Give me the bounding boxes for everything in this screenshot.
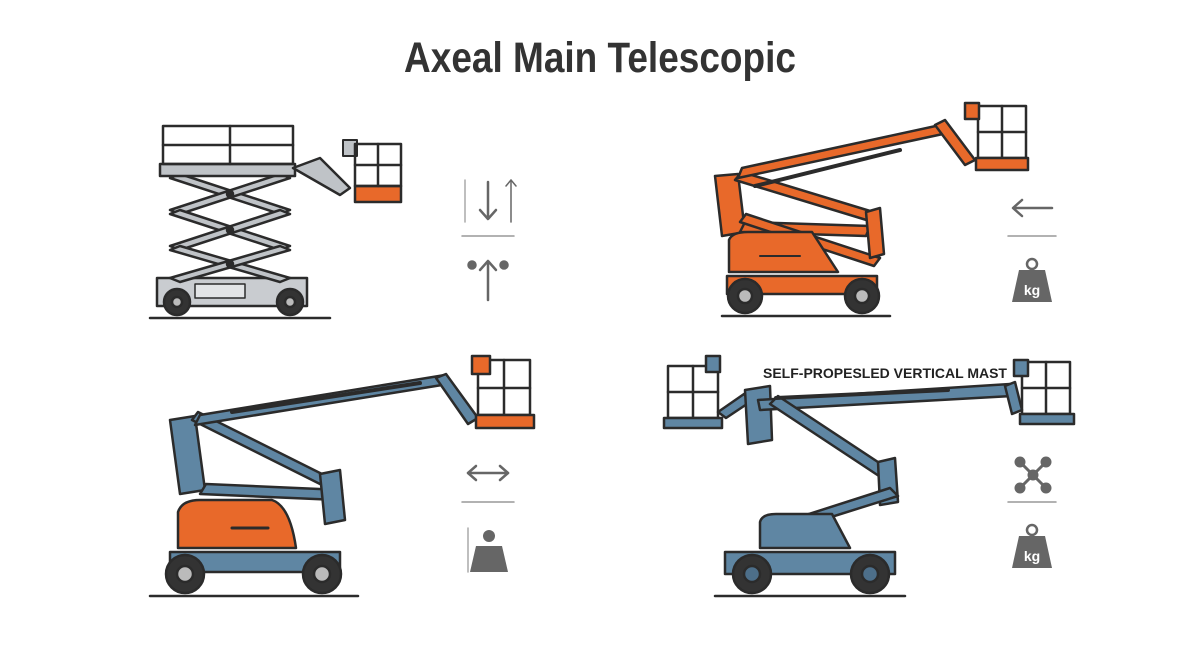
arrow-left-icon [1011, 198, 1054, 218]
scissor-deck [158, 162, 297, 178]
scissor-chassis-panel [194, 283, 246, 299]
vertical-mast-boom: SELF-PROPESLED VERTICAL MAST [662, 354, 1076, 598]
mast-boom-arms [716, 380, 1024, 532]
arrow-down-up-icon [464, 179, 517, 223]
blue-wheels [164, 553, 343, 595]
weight-label: kg [1024, 282, 1040, 298]
arrow-left-right-icon [466, 464, 510, 482]
scissor-railing [161, 124, 295, 166]
blue-engine-cover [176, 498, 298, 550]
scissor-extension-arm [291, 156, 352, 197]
orange-boom-arms [713, 118, 977, 268]
orange-basket [963, 101, 1030, 172]
orange-chassis [725, 274, 879, 296]
mast-hydraulic-cylinder [774, 388, 950, 400]
mast-right-basket [1012, 358, 1076, 426]
orange-articulating-boom [713, 101, 1030, 318]
orange-engine-cover [727, 230, 840, 274]
scissor-lift [148, 124, 403, 320]
page-title: Axeal Main Telescopic [404, 34, 796, 82]
scissor-wheels [162, 287, 305, 317]
mast-engine-cover [758, 512, 852, 550]
orange-wheels [726, 277, 881, 315]
mast-wheels [731, 553, 891, 595]
blue-hydraulic-cylinder [230, 381, 422, 414]
raise-arrow-icon [467, 259, 509, 302]
load-weight-icon [467, 527, 508, 573]
weight-kg-icon: kg [1012, 523, 1052, 568]
orange-hydraulic-cylinder [753, 148, 902, 188]
panel-caption: SELF-PROPESLED VERTICAL MAST [763, 365, 1007, 381]
blue-basket [470, 354, 536, 430]
weight-label: kg [1024, 548, 1040, 564]
mast-left-basket [662, 354, 724, 430]
weight-kg-icon: kg [1012, 257, 1052, 302]
blue-articulating-boom [148, 354, 536, 598]
node-cross-icon [1014, 456, 1052, 494]
scissor-basket [353, 142, 403, 204]
